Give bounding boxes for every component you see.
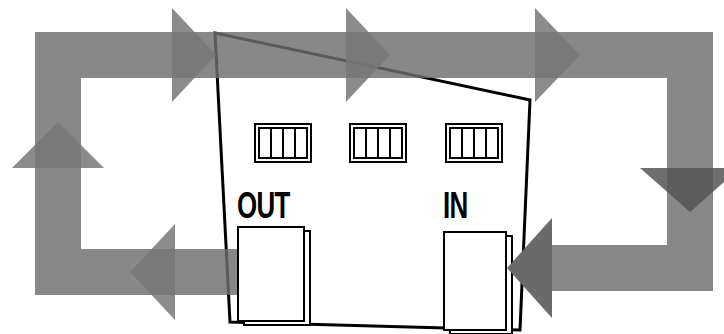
window <box>450 128 498 158</box>
window-pane <box>366 128 390 158</box>
flow-arrowhead <box>535 8 580 102</box>
window-pane <box>462 128 486 158</box>
window <box>255 124 311 162</box>
door-label: IN <box>443 188 489 224</box>
window-group <box>255 124 502 162</box>
window-pane <box>271 128 295 158</box>
door-rect <box>237 226 305 322</box>
window <box>259 128 307 158</box>
flow-arrowhead <box>172 8 216 102</box>
door-node: IN <box>443 188 507 331</box>
window <box>354 128 402 158</box>
flow-arrowhead <box>130 224 175 320</box>
connector-group <box>58 55 690 272</box>
window <box>446 124 502 162</box>
flow-arrowhead <box>346 8 390 102</box>
flow-arrowhead <box>640 168 724 212</box>
window <box>350 124 406 162</box>
flow-arrow <box>58 55 690 272</box>
house-outline <box>215 33 530 330</box>
door-label: OUT <box>237 188 286 224</box>
flow-arrowhead <box>12 122 104 168</box>
door-node: OUT <box>237 188 305 322</box>
flow-arrowheads <box>12 8 724 320</box>
door-rect <box>443 231 507 331</box>
